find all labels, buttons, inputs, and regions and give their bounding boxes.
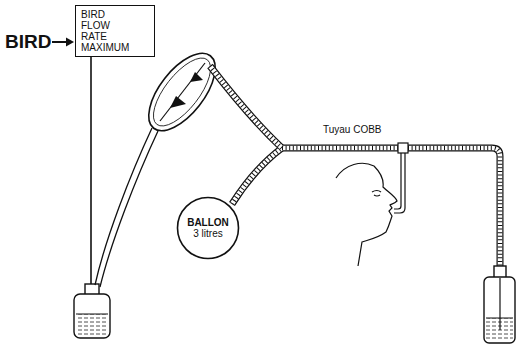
node-text-group: BIRD FLOW RATE MAXIMUM	[81, 9, 129, 53]
water-level	[76, 314, 108, 315]
sign-pole	[90, 52, 92, 285]
balloon-shape	[178, 198, 239, 259]
node-text: BIRD FLOW RATE MAXIMUM	[81, 9, 129, 53]
valve-flap	[170, 96, 186, 108]
tube-valve-junction	[210, 66, 282, 148]
patient-face	[336, 163, 397, 266]
tube-core-path	[232, 148, 282, 204]
tube-core	[210, 66, 500, 268]
valve-oval	[136, 42, 227, 142]
balloon-circle: BALLON3 litres	[176, 196, 240, 260]
tube-wall	[95, 128, 152, 285]
supply-tube	[95, 128, 158, 287]
node-text-group: BALLON3 litres	[187, 217, 229, 239]
tube-hatching	[210, 66, 500, 268]
water-trap-bottle	[484, 266, 515, 343]
face-outline	[358, 166, 397, 266]
valve	[136, 42, 227, 142]
hatch-path	[282, 148, 500, 268]
arrow-shaft	[52, 41, 68, 43]
tube-name: Tuyau COBB	[322, 124, 383, 135]
bottle-body	[484, 277, 515, 343]
bottle-water	[76, 314, 108, 336]
hatch-path	[232, 148, 282, 204]
flow-sign-box: BIRD FLOW RATE MAXIMUM	[75, 5, 155, 57]
tube-core-path	[282, 148, 500, 268]
mouthpiece-tube	[394, 153, 405, 213]
humidifier-bottle	[74, 284, 110, 338]
tube-outline	[210, 66, 500, 268]
bottle-neck	[494, 266, 506, 278]
arrow-head	[66, 38, 74, 47]
device-name: BIRD	[4, 32, 52, 53]
input-arrow	[52, 38, 74, 47]
eye-lid	[374, 195, 380, 196]
eye	[372, 191, 381, 193]
node-text: BALLON	[187, 217, 229, 228]
tube-main	[282, 148, 500, 268]
hair-line	[336, 163, 374, 178]
valve-flap	[190, 72, 203, 82]
tube-wall	[100, 131, 158, 287]
t-piece	[398, 143, 408, 153]
bottle-body	[74, 294, 110, 338]
hatch-path	[210, 66, 282, 148]
node-text: 3 litres	[187, 228, 229, 239]
tube-core-path	[210, 66, 282, 148]
cobb-tubing	[210, 66, 500, 268]
dip-tube	[499, 278, 500, 330]
valve-stem	[160, 63, 205, 121]
valve-inner-oval	[143, 49, 220, 135]
tube-balloon	[232, 148, 282, 204]
